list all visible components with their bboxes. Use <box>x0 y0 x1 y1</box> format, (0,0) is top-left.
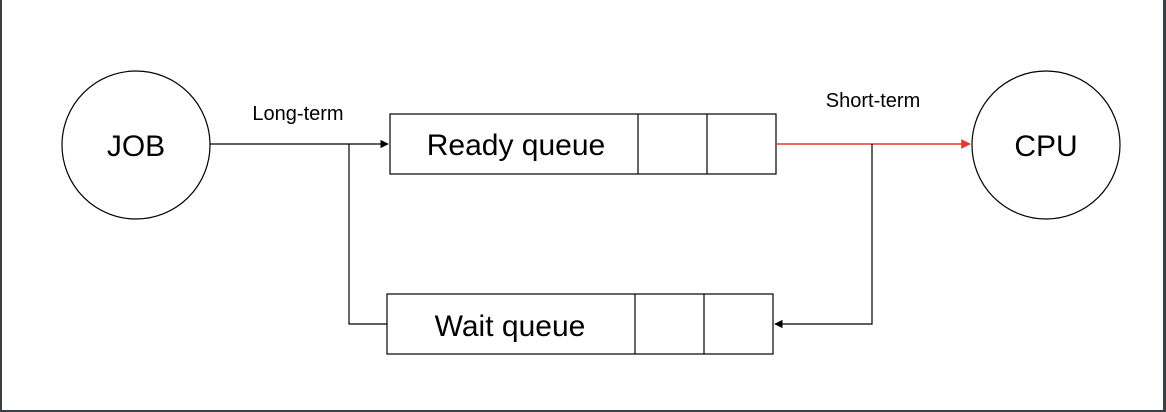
long-term-label: Long-term <box>252 103 343 125</box>
ready-queue-box <box>389 113 777 175</box>
job-node: JOB <box>61 70 211 220</box>
frame-bottom-edge <box>0 410 1166 412</box>
frame-right-edge <box>1163 0 1166 412</box>
ready-queue: Ready queue <box>389 113 777 175</box>
wait-queue-box <box>386 293 774 355</box>
cpu-to-wait-connector <box>774 144 873 329</box>
wait-to-ready-connector <box>348 144 387 325</box>
short-term-label: Short-term <box>826 90 920 112</box>
cpu-label: CPU <box>1014 130 1077 163</box>
job-circle <box>61 70 211 220</box>
job-label: JOB <box>107 130 165 163</box>
ready-queue-label: Ready queue <box>427 129 605 162</box>
wait-queue-label: Wait queue <box>435 310 586 343</box>
cpu-node: CPU <box>971 70 1121 220</box>
cpu-circle <box>971 70 1121 220</box>
frame-left-edge <box>0 0 2 412</box>
wait-queue: Wait queue <box>386 293 774 355</box>
